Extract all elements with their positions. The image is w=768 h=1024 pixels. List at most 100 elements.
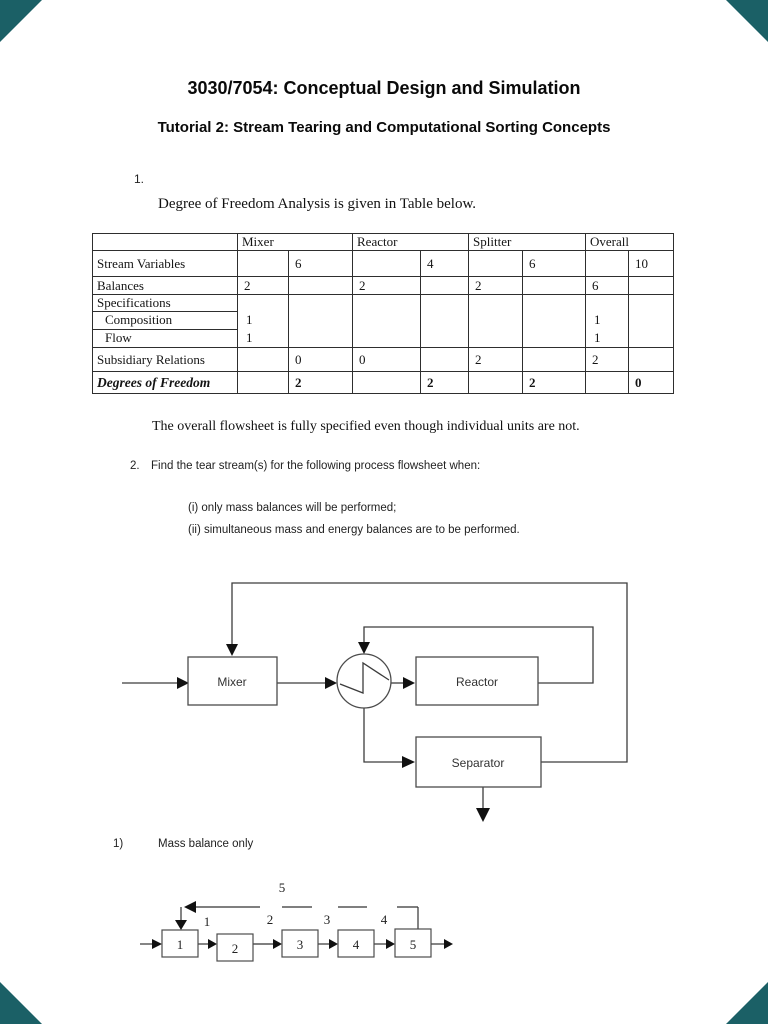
- table-cell: 2: [419, 371, 470, 394]
- arrowhead-into-separator: [402, 756, 415, 768]
- table-cell: 0: [352, 347, 421, 372]
- spec-value: 1: [594, 312, 601, 327]
- table-cell: 10: [628, 250, 675, 277]
- table-note: The overall flowsheet is fully specified…: [152, 419, 580, 434]
- arrowhead-into-unit1: [152, 939, 162, 949]
- arrowhead-into-hx-left: [325, 677, 337, 689]
- arrowhead-into-mixer-left: [177, 677, 189, 689]
- table-cell: [585, 371, 630, 394]
- unit-number-3: 3: [297, 937, 304, 952]
- spec-value: 1: [246, 330, 253, 345]
- arrowhead-into-unit5: [386, 939, 395, 949]
- table-cell: [419, 347, 470, 372]
- hx-to-separator-line: [363, 708, 402, 763]
- table-cell: 2: [237, 276, 289, 295]
- unit-header-splitter: Splitter: [468, 233, 587, 251]
- mixer-box: [187, 656, 278, 706]
- stream-label-4: 4: [381, 912, 388, 927]
- spec-merged-cell: [419, 294, 470, 348]
- row-label: Balances: [92, 276, 238, 295]
- part1-heading: 1) Mass balance only: [113, 838, 253, 850]
- arrowheads: [177, 642, 490, 822]
- row-label: Flow: [92, 328, 238, 349]
- process-flowsheet-diagram: Mixer Reactor Separator: [122, 582, 628, 822]
- spec-value: 1: [246, 312, 253, 327]
- row-label: Subsidiary Relations: [92, 347, 238, 372]
- item-2-sub-i: (i) only mass balances will be performed…: [188, 502, 397, 514]
- item-2-number: 2.: [130, 460, 140, 472]
- row-label: Stream Variables: [92, 250, 238, 277]
- unit-number-5: 5: [410, 937, 417, 952]
- table-cell: [628, 276, 675, 295]
- table-cell: [585, 250, 630, 277]
- row-label: Composition: [92, 311, 238, 330]
- arrowhead-product-out: [476, 808, 490, 822]
- table-cell: [522, 347, 587, 372]
- dof-table: Mixer Reactor Splitter Overall Stream Va…: [92, 233, 675, 394]
- arrowhead-into-unit3: [273, 939, 282, 949]
- table-cell: 2: [522, 371, 587, 394]
- table-cell: [628, 347, 675, 372]
- dof-intro-text: Degree of Freedom Analysis is given in T…: [158, 196, 477, 212]
- corner-chamfer-top-right: [726, 0, 768, 42]
- item-2-sub-ii: (ii) simultaneous mass and energy balanc…: [188, 524, 520, 536]
- mixer-label: Mixer: [217, 675, 246, 689]
- table-cell: 6: [522, 250, 587, 277]
- table-cell: [522, 276, 587, 295]
- inner-recycle-line: [363, 626, 594, 684]
- unit-header-overall: Overall: [585, 233, 675, 251]
- heat-exchanger-icon: [336, 653, 392, 709]
- reactor-box: [415, 656, 539, 706]
- spec-merged-cell: [522, 294, 587, 348]
- arrowhead-into-mixer-top: [226, 644, 238, 656]
- table-cell: [468, 371, 524, 394]
- table-cell: [237, 347, 289, 372]
- arrowhead-into-unit4: [329, 939, 338, 949]
- part1-title: Mass balance only: [158, 838, 254, 850]
- part1-number: 1): [113, 838, 124, 850]
- subsidiary-relations-row: Subsidiary Relations 0 0 2 2: [92, 347, 675, 372]
- table-cell: 2: [288, 371, 353, 394]
- table-header-row: Mixer Reactor Splitter Overall: [92, 233, 675, 251]
- row-label: Degrees of Freedom: [92, 371, 238, 394]
- mass-balance-diagram: 1 2 3 4 5 1 2 3 4 5: [140, 880, 453, 962]
- table-cell: 2: [352, 276, 421, 295]
- spec-merged-cell-overall1: 1 1: [585, 294, 630, 348]
- table-cell: 0: [628, 371, 675, 394]
- separator-label: Separator: [452, 756, 505, 770]
- unit-box-1: [161, 929, 199, 958]
- spec-value: 1: [594, 330, 601, 345]
- table-cell: 2: [585, 347, 630, 372]
- spec-merged-cell: [468, 294, 524, 348]
- unit-box-2: [216, 933, 254, 962]
- outer-recycle-line: [231, 582, 628, 763]
- arrowhead-into-reactor: [403, 677, 415, 689]
- table-cell: [288, 276, 353, 295]
- item-2-text: Find the tear stream(s) for the followin…: [151, 460, 481, 472]
- row-label: Specifications: [92, 293, 238, 313]
- table-cell: [352, 371, 421, 394]
- spec-merged-cell: [288, 294, 353, 348]
- arrowhead-into-hx-top: [358, 642, 370, 654]
- spec-merged-cell: [352, 294, 421, 348]
- table-corner-cell: [92, 233, 238, 251]
- table-cell: [237, 371, 289, 394]
- arrowhead-recycle-left: [184, 901, 196, 913]
- balances-row: Balances 2 2 2 6: [92, 276, 675, 295]
- unit-number-1: 1: [177, 937, 184, 952]
- table-cell: 0: [288, 347, 353, 372]
- table-cell: [237, 250, 289, 277]
- spec-merged-cell-mixer1: 1 1: [237, 294, 289, 348]
- unit-box-5: [394, 928, 432, 958]
- unit-number-4: 4: [353, 937, 360, 952]
- specifications-row: Specifications 1 1 1 1: [92, 293, 675, 348]
- unit-header-mixer: Mixer: [237, 233, 353, 251]
- table-cell: 6: [585, 276, 630, 295]
- page-title: 3030/7054: Conceptual Design and Simulat…: [187, 78, 581, 98]
- page-subtitle: Tutorial 2: Stream Tearing and Computati…: [157, 119, 611, 136]
- reactor-label: Reactor: [456, 675, 498, 689]
- unit-box-4: [337, 929, 375, 958]
- unit-number-2: 2: [232, 941, 239, 956]
- table-cell: [352, 250, 421, 277]
